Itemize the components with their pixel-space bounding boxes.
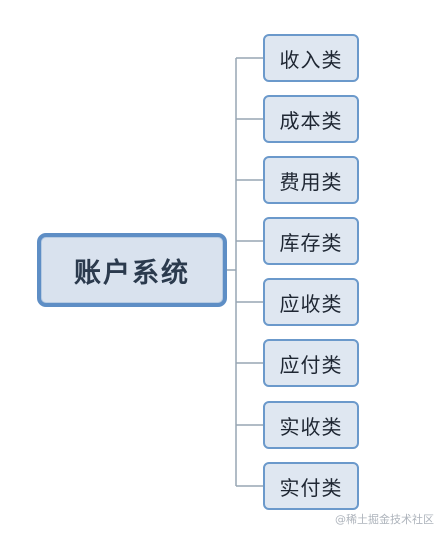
child-node-label: 应收类	[279, 291, 343, 316]
child-node-label: 应付类	[279, 352, 343, 377]
child-node-income[interactable]: 收入类	[263, 34, 359, 82]
child-node-label: 收入类	[279, 47, 343, 72]
child-node-payable[interactable]: 应付类	[263, 339, 359, 387]
child-node-receivable[interactable]: 应收类	[263, 278, 359, 326]
child-node-label: 实付类	[279, 475, 343, 500]
root-node-label: 账户系统	[74, 257, 190, 289]
watermark-text: @稀土掘金技术社区	[335, 513, 434, 526]
child-node-received[interactable]: 实收类	[263, 401, 359, 449]
child-node-inventory[interactable]: 库存类	[263, 217, 359, 265]
child-node-expense[interactable]: 费用类	[263, 156, 359, 204]
child-node-label: 库存类	[279, 230, 343, 255]
child-node-paid[interactable]: 实付类	[263, 462, 359, 510]
child-node-label: 成本类	[279, 108, 343, 133]
child-node-label: 费用类	[279, 169, 343, 194]
child-node-label: 实收类	[279, 414, 343, 439]
root-node[interactable]: 账户系统	[37, 233, 227, 307]
child-node-cost[interactable]: 成本类	[263, 95, 359, 143]
